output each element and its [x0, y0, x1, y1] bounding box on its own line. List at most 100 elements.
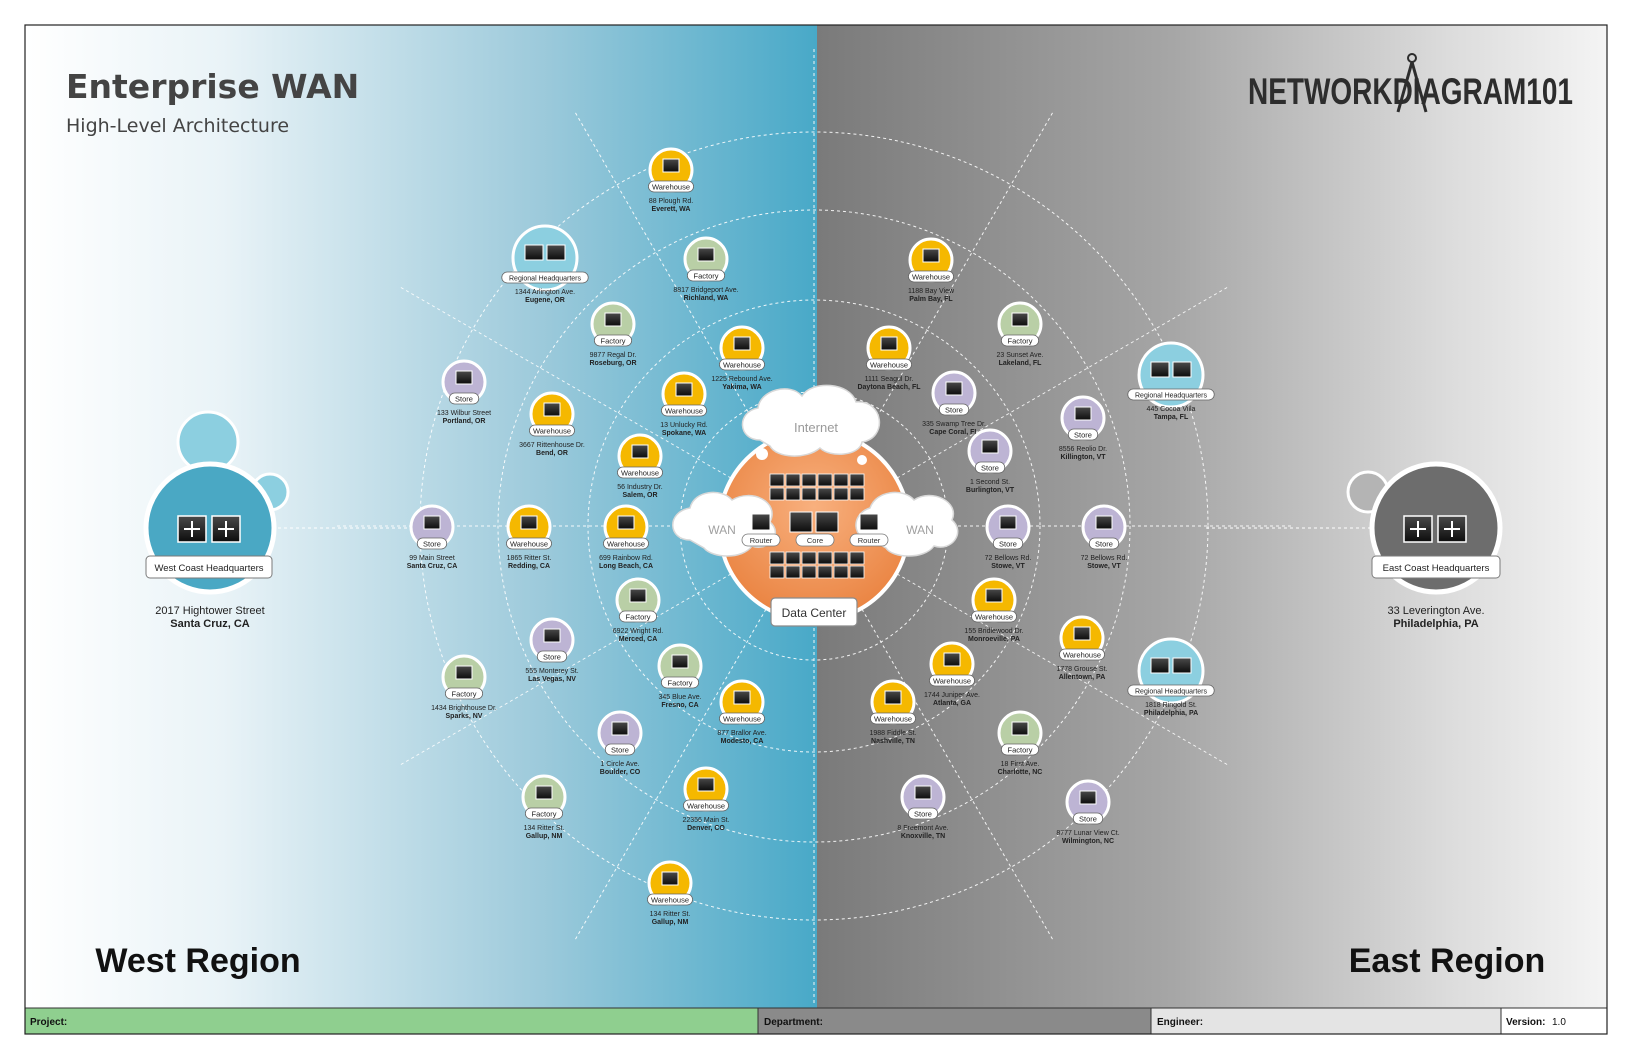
server-icon: [546, 244, 566, 261]
site-type-tag: [908, 270, 954, 283]
wan-spoke: [573, 110, 767, 444]
site-type-tag: [661, 404, 707, 417]
footer-project-cell[interactable]: [24, 1007, 759, 1035]
site-city: Cape Coral, FL: [929, 429, 979, 436]
server-icon: [661, 871, 679, 886]
internet-cloud[interactable]: Internet: [741, 384, 880, 465]
server-unit: [849, 487, 865, 501]
server-icon: [943, 652, 961, 667]
server-icon: [423, 515, 441, 530]
site-address: 699 Rainbow Rd.: [599, 555, 653, 562]
server-icon: [662, 158, 680, 173]
site-address: 8 Freemont Ave.: [897, 825, 948, 832]
site-type-label: Store: [999, 539, 1017, 548]
server-unit: [801, 551, 817, 565]
site-type-label: Warehouse: [652, 182, 690, 191]
east-coast-hq[interactable]: East Coast Headquarters 33 Leverington A…: [1346, 461, 1503, 630]
site-type-label: Store: [455, 394, 473, 403]
site-address: 1 Second St.: [970, 479, 1010, 486]
server-unit: [833, 565, 849, 579]
site-address: 1988 Fiddle St.: [869, 730, 916, 737]
site-type-tag: [1000, 334, 1040, 347]
site-type-tag: [1067, 428, 1099, 441]
site-type-tag: [1088, 537, 1120, 550]
site-city: Sparks, NV: [446, 713, 483, 720]
footer-bar: Project: Department: Engineer: Version: …: [24, 1007, 1608, 1035]
core-switch[interactable]: Core: [789, 511, 839, 547]
router-left[interactable]: Router: [741, 513, 781, 547]
wan-spoke: [398, 285, 732, 479]
footer-version-cell[interactable]: [1500, 1007, 1608, 1035]
site-node-store[interactable]: Store 1 Second St.Burlington, VT: [966, 428, 1015, 494]
router-right[interactable]: Router: [849, 513, 889, 547]
compass-icon: [1396, 53, 1428, 113]
core-icon: [815, 511, 839, 533]
site-type-tag: [683, 799, 729, 812]
router-left-label: Router: [750, 536, 773, 545]
cloud-shape: [741, 384, 880, 457]
site-type-tag: [866, 358, 912, 371]
site-type-label: Store: [981, 463, 999, 472]
server-icon: [1150, 657, 1170, 674]
server-icon: [631, 444, 649, 459]
site-type-label: Factory: [693, 271, 718, 280]
site-type-tag: [907, 807, 939, 820]
east-hq-label: East Coast Headquarters: [1383, 563, 1490, 574]
data-center[interactable]: [717, 429, 911, 623]
server-icon: [617, 515, 635, 530]
core-label: Core: [807, 536, 823, 545]
site-city: Burlington, VT: [966, 487, 1015, 494]
site-city: Stowe, VT: [1087, 563, 1121, 570]
site-address: 335 Swamp Tree Dr.: [922, 421, 986, 428]
footer-engineer-cell[interactable]: [1150, 1007, 1502, 1035]
site-city: Nashville, TN: [871, 738, 915, 745]
data-center-tag[interactable]: Data Center: [770, 597, 858, 627]
site-type-tag: [974, 461, 1006, 474]
site-city: Lakeland, FL: [999, 360, 1043, 367]
server-unit: [801, 473, 817, 487]
cloud-bubble: [857, 455, 867, 465]
west-coast-hq[interactable]: West Coast Headquarters 2017 Hightower S…: [143, 410, 290, 630]
west-region-label: West Region: [95, 942, 300, 980]
site-city: Philadelphia, PA: [1144, 710, 1198, 717]
site-address: 22356 Main St.: [682, 817, 729, 824]
site-address: 445 Cocoa Villa: [1147, 406, 1196, 413]
